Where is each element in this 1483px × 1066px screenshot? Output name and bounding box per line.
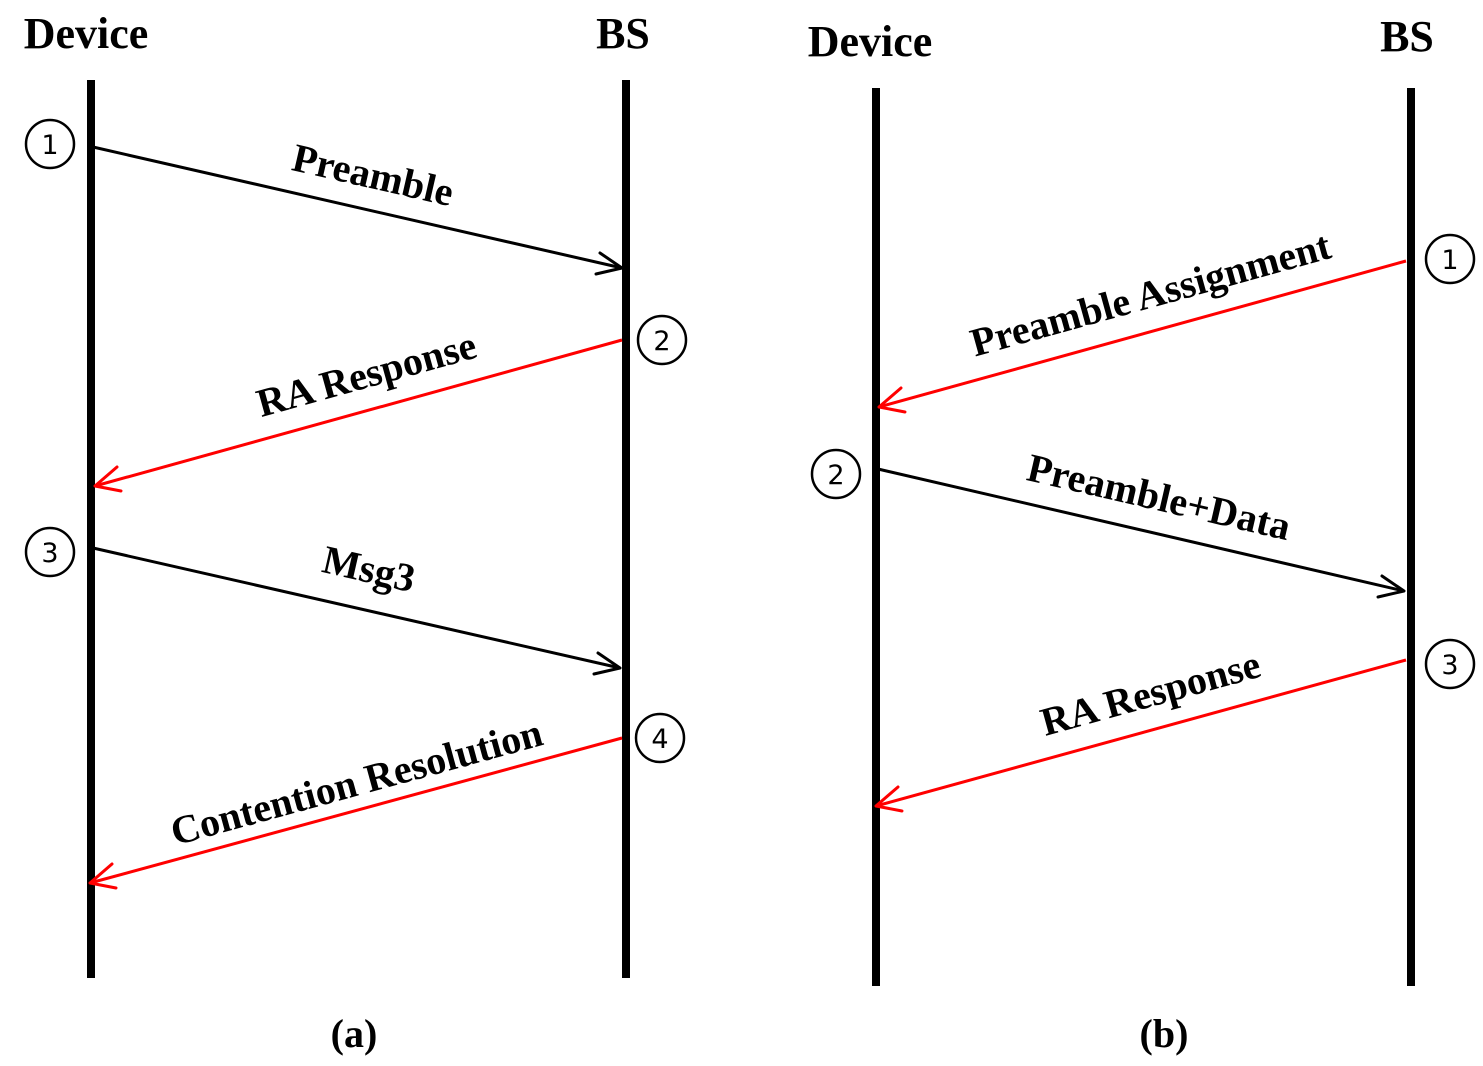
panel-b-bs-label: BS — [1380, 12, 1434, 61]
panel-a-label-preamble: Preamble — [288, 135, 458, 215]
panel-a-device-label: Device — [24, 9, 149, 58]
panel-a-label-contention-resolution: Contention Resolution — [166, 710, 548, 855]
panel-b-arrowhead-2 — [1376, 574, 1406, 599]
panel-a-arrow-4 — [89, 736, 623, 885]
panel-a-arrowhead-2 — [93, 465, 123, 493]
panel-a: Device BS Preamble 1 RA Response 2 M — [24, 9, 688, 1056]
panel-a-label-msg3: Msg3 — [319, 537, 420, 602]
panel-a-arrowhead-3 — [592, 651, 622, 676]
panel-a-step-3-number: 3 — [41, 538, 58, 569]
panel-a-arrowhead-4 — [88, 862, 118, 890]
panel-a-arrowhead-1 — [594, 251, 624, 276]
panel-a-step-2-marker: 2 — [636, 314, 688, 366]
panel-a-arrow-2 — [94, 338, 623, 488]
panel-a-step-4-number: 4 — [651, 724, 668, 755]
panel-b-step-3-number: 3 — [1441, 650, 1458, 681]
panel-a-step-1-number: 1 — [41, 130, 58, 161]
panel-a-step-3-marker: 3 — [24, 526, 76, 578]
panel-a-step-2-number: 2 — [653, 326, 670, 357]
panel-a-caption: (a) — [331, 1011, 378, 1056]
panel-a-message-contention-resolution: Contention Resolution — [88, 710, 623, 890]
panel-b-step-1-marker: 1 — [1424, 233, 1476, 285]
panel-b-label-preamble-assignment: Preamble Assignment — [965, 222, 1336, 365]
panel-b-step-3-marker: 3 — [1424, 638, 1476, 690]
panel-a-message-preamble: Preamble — [92, 135, 624, 276]
panel-a-step-4-marker: 4 — [634, 712, 686, 764]
panel-a-message-ra-response: RA Response — [93, 322, 623, 493]
panel-a-bs-label: BS — [596, 9, 650, 58]
panel-b-arrowhead-3 — [874, 785, 904, 813]
panel-b-message-preamble-assignment: Preamble Assignment — [877, 222, 1407, 414]
panel-b-caption: (b) — [1140, 1011, 1189, 1056]
panel-b-step-2-number: 2 — [827, 460, 844, 491]
panel-b-arrowhead-1 — [877, 386, 907, 414]
panel-b-step-1-number: 1 — [1441, 245, 1458, 276]
panel-a-arrow-3 — [92, 546, 621, 670]
panel-b-message-ra-response: RA Response — [874, 641, 1407, 813]
panel-b-device-label: Device — [808, 17, 933, 66]
panel-a-step-1-marker: 1 — [24, 118, 76, 170]
panel-a-arrow-1 — [92, 145, 623, 270]
panel-b-message-preamble-data: Preamble+Data — [877, 445, 1406, 599]
panel-b-arrow-3 — [875, 658, 1407, 808]
panel-b-step-2-marker: 2 — [810, 448, 862, 500]
panel-b-arrow-1 — [878, 259, 1407, 409]
panel-a-message-msg3: Msg3 — [92, 537, 622, 676]
panel-b: Device BS Preamble Assignment 1 Preamble… — [808, 12, 1476, 1056]
panel-b-arrow-2 — [877, 467, 1405, 593]
